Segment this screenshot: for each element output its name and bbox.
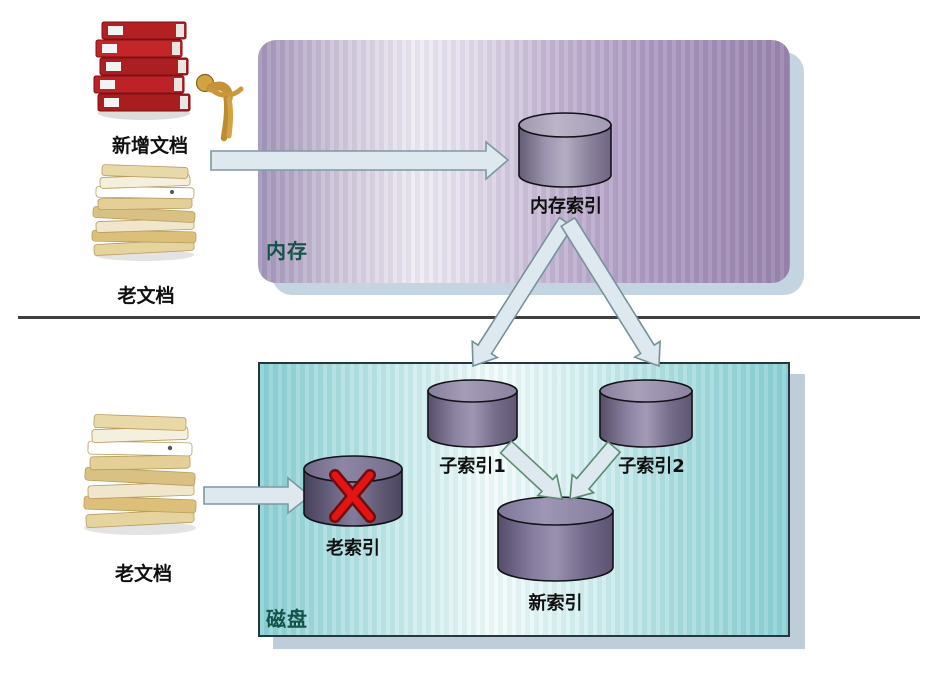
arrow-olddocs-to-oldindex xyxy=(203,476,312,515)
new-docs-label: 新增文档 xyxy=(111,135,188,157)
sub-index-2-cylinder xyxy=(599,379,693,448)
paper-stack-bottom-icon xyxy=(83,414,197,535)
bowing-figure-icon xyxy=(195,73,244,142)
old-docs-memory-label: 老文档 xyxy=(117,285,175,307)
sub-index-1-label: 子索引1 xyxy=(439,456,506,477)
disk-region-label: 磁盘 xyxy=(266,607,308,631)
arrow-sub2-to-newindex xyxy=(569,440,622,501)
memory-index-label: 内存索引 xyxy=(530,196,602,217)
memory-region-label: 内存 xyxy=(266,239,308,263)
memory-index-cylinder xyxy=(518,112,612,188)
new-index-label: 新索引 xyxy=(528,593,583,614)
arrow-memindex-to-sub1 xyxy=(471,216,574,368)
new-index-cylinder xyxy=(497,496,614,582)
arrow-sub1-to-newindex xyxy=(499,439,564,500)
paper-stack-top-icon xyxy=(91,164,197,261)
memory-disk-divider xyxy=(18,316,920,319)
old-index-label: 老索引 xyxy=(326,538,380,559)
arrow-newdocs-to-memindex xyxy=(210,140,510,181)
old-index-cylinder xyxy=(303,455,403,527)
red-binders-stack-icon xyxy=(93,21,191,120)
red-x-icon xyxy=(329,469,376,523)
old-docs-disk-label: 老文档 xyxy=(114,563,172,585)
sub-index-2-label: 子索引2 xyxy=(618,456,685,477)
sub-index-1-cylinder xyxy=(427,379,518,448)
arrow-memindex-to-sub2 xyxy=(560,216,661,368)
